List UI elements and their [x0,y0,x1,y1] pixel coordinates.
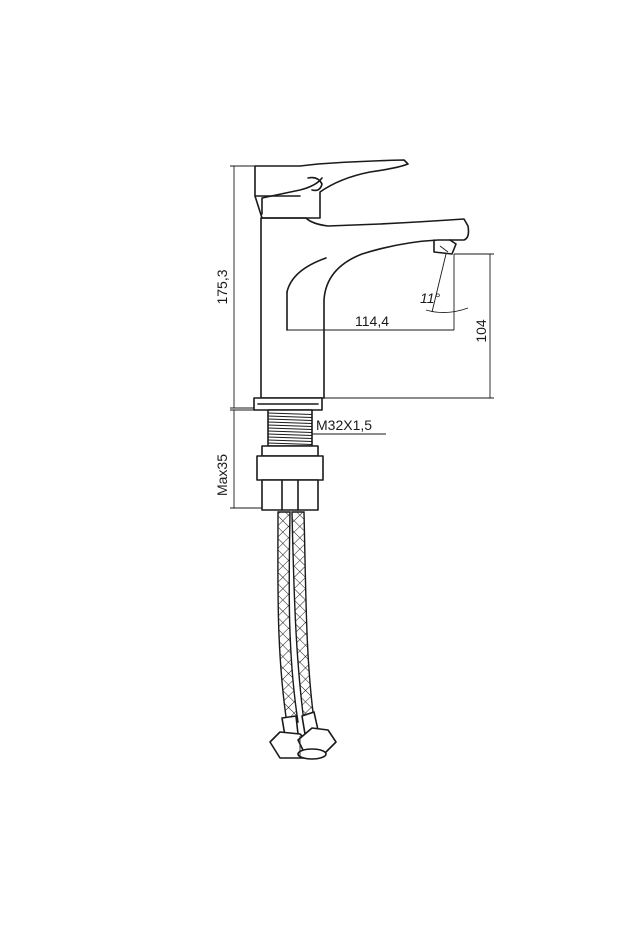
dimension-lines [230,165,494,509]
threaded-shank [267,409,313,447]
base-flange [253,397,323,411]
thread-line [267,439,313,442]
dim-angle: 11° [420,290,441,306]
dim-total-height: 175,3 [214,269,230,304]
lever-handle [254,159,409,219]
mounting-nut [256,445,324,511]
thread-line [267,424,313,427]
thread-line [267,415,313,418]
dim-thread: M32X1,5 [316,417,372,433]
aerator [433,239,457,255]
thread-line [267,418,313,421]
thread-line [267,412,313,415]
thread-line [267,427,313,430]
hose-fittings [269,711,337,760]
dim-max-mount: Max35 [214,454,230,496]
dim-spout-height: 104 [473,319,489,343]
thread-line [267,430,313,433]
faucet-body [260,217,470,399]
dim-spout-reach: 114,4 [355,313,389,329]
braided-hoses [277,511,315,725]
thread-line [267,436,313,439]
thread-line [267,442,313,445]
thread-line [267,433,313,436]
thread-line [267,421,313,424]
